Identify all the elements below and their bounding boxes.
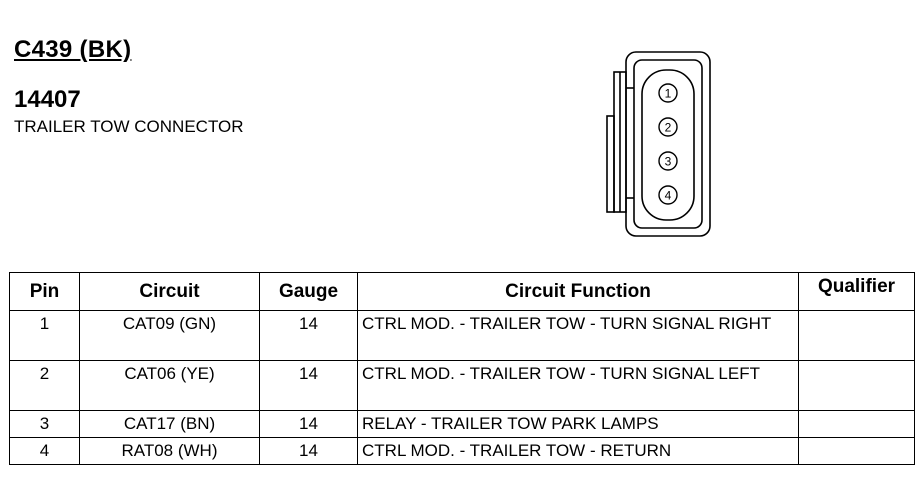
cell-pin: 1 — [9, 310, 80, 361]
part-number: 14407 — [14, 86, 81, 113]
table-row: 4 RAT08 (WH) 14 CTRL MOD. - TRAILER TOW … — [9, 437, 915, 465]
cell-qualifier — [798, 310, 915, 361]
pin-2-circle — [658, 117, 678, 137]
pin-2-label: 2 — [665, 121, 672, 135]
cell-function: CTRL MOD. - TRAILER TOW - TURN SIGNAL LE… — [357, 360, 799, 411]
pin-4-label: 4 — [665, 189, 672, 203]
cell-function: CTRL MOD. - TRAILER TOW - TURN SIGNAL RI… — [357, 310, 799, 361]
connector-diagram: 1 2 3 4 — [606, 51, 711, 237]
header-qualifier: Qualifier — [798, 272, 915, 311]
pin-3-circle — [658, 151, 678, 171]
pin-1-label: 1 — [665, 87, 672, 101]
cell-gauge: 14 — [259, 360, 358, 411]
connector-id: C439 (BK) — [14, 36, 132, 63]
cell-gauge: 14 — [259, 310, 358, 361]
cell-pin: 3 — [9, 410, 80, 438]
pin-table: Pin Circuit Gauge Circuit Function Quali… — [9, 272, 915, 465]
latch-tab — [606, 115, 615, 213]
connector-housing — [625, 51, 711, 237]
pin-3-label: 3 — [665, 155, 672, 169]
pin-cavity — [641, 69, 695, 221]
cell-pin: 2 — [9, 360, 80, 411]
table-row: 3 CAT17 (BN) 14 RELAY - TRAILER TOW PARK… — [9, 410, 915, 438]
header-pin: Pin — [9, 272, 80, 311]
cell-pin: 4 — [9, 437, 80, 465]
cell-function: RELAY - TRAILER TOW PARK LAMPS — [357, 410, 799, 438]
cell-function: CTRL MOD. - TRAILER TOW - RETURN — [357, 437, 799, 465]
cell-circuit: RAT08 (WH) — [79, 437, 260, 465]
pin-4-circle — [658, 185, 678, 205]
connector-description: TRAILER TOW CONNECTOR — [14, 117, 244, 136]
cell-qualifier — [798, 410, 915, 438]
cell-gauge: 14 — [259, 437, 358, 465]
header-circuit: Circuit — [79, 272, 260, 311]
cell-qualifier — [798, 360, 915, 411]
table-row: 2 CAT06 (YE) 14 CTRL MOD. - TRAILER TOW … — [9, 360, 915, 411]
cell-circuit: CAT06 (YE) — [79, 360, 260, 411]
table-row: 1 CAT09 (GN) 14 CTRL MOD. - TRAILER TOW … — [9, 310, 915, 361]
table-header-row: Pin Circuit Gauge Circuit Function Quali… — [9, 272, 915, 311]
cell-qualifier — [798, 437, 915, 465]
header-circuit-function: Circuit Function — [357, 272, 799, 311]
cell-circuit: CAT09 (GN) — [79, 310, 260, 361]
pin-1-circle — [658, 83, 678, 103]
cell-gauge: 14 — [259, 410, 358, 438]
cell-circuit: CAT17 (BN) — [79, 410, 260, 438]
connector-inner-housing — [633, 59, 703, 229]
header-gauge: Gauge — [259, 272, 358, 311]
